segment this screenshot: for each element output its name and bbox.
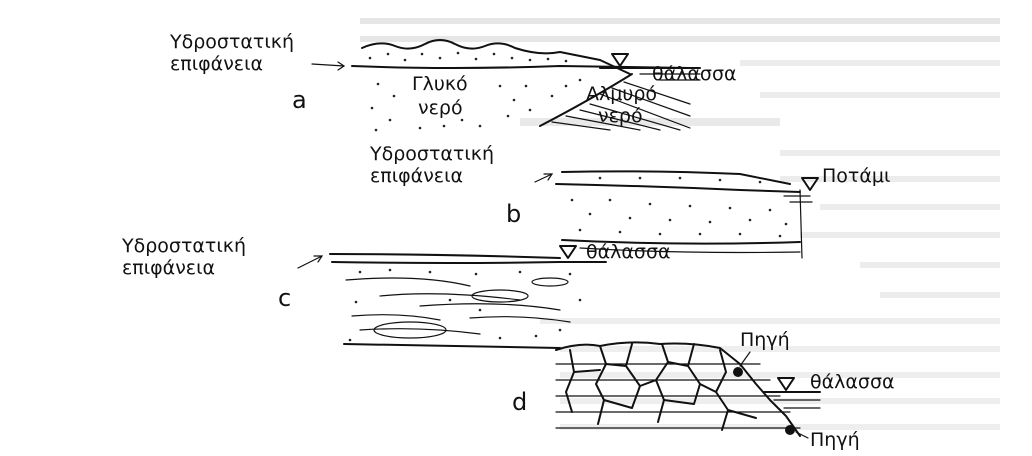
panel-a-salt-water-line2: νερό — [598, 105, 643, 127]
panel-c-ground-surface — [330, 254, 560, 258]
panel-b-water-table — [556, 184, 800, 192]
panel-b-left-label-line2: επιφάνεια — [370, 165, 463, 187]
panel-a-pointer-arrow — [312, 64, 344, 66]
panel-d-spring-bottom-arrow — [796, 432, 808, 438]
panel-d-spring-bottom-label: Πηγή — [810, 429, 860, 451]
panel-c-left-label-line1: Υδροστατική — [121, 235, 246, 257]
panel-a-letter: a — [292, 86, 307, 114]
panel-b-right-boundary — [800, 190, 802, 258]
panel-d-cliff — [556, 342, 800, 436]
panel-a-fresh-water-line2: νερό — [418, 97, 463, 119]
panel-d-water-level-marker — [778, 378, 794, 390]
panel-c-letter: c — [278, 284, 291, 312]
panel-a-water-level-marker — [612, 54, 628, 66]
panel-a-left-label-line2: επιφάνεια — [170, 53, 263, 75]
panel-a-salt-water-line1: Αλμυρό — [586, 83, 657, 105]
panel-c-water-level-marker — [560, 246, 576, 258]
panel-c-left-label-line2: επιφάνεια — [122, 257, 215, 279]
panel-d-spring-top-marker — [733, 367, 743, 377]
panel-a-fresh-water-line1: Γλυκό — [412, 73, 468, 95]
panel-d-karst-channels — [566, 344, 756, 430]
panel-b-ground-surface — [562, 171, 790, 184]
panel-d-spring-top-label: Πηγή — [740, 329, 790, 351]
panel-a-left-label-line1: Υδροστατική — [169, 31, 294, 53]
panel-a: Υδροστατική επιφάνεια Γλυκό νερό — [169, 31, 737, 131]
panel-d-spring-bottom-marker — [785, 425, 795, 435]
panel-c-bottom-layer — [344, 344, 560, 348]
panel-c-water-table — [332, 262, 606, 263]
panel-a-ground-surface — [362, 40, 630, 74]
panel-b-river-label: Ποτάμι — [822, 165, 890, 187]
panel-a-sea-label: θάλασσα — [652, 63, 737, 85]
panel-c: Υδροστατική επιφάνεια θάλασσα c — [121, 235, 671, 348]
panel-d-letter: d — [512, 388, 527, 416]
panel-d-sea-label: θάλασσα — [810, 371, 895, 393]
panel-b-river-ripples — [784, 196, 812, 202]
panel-b-left-label-line1: Υδροστατική — [369, 143, 494, 165]
panel-c-sea-label: θάλασσα — [586, 241, 671, 263]
panel-b-letter: b — [506, 200, 521, 228]
panel-c-lens-3 — [532, 278, 568, 286]
panel-c-sediment-dots — [349, 269, 582, 342]
